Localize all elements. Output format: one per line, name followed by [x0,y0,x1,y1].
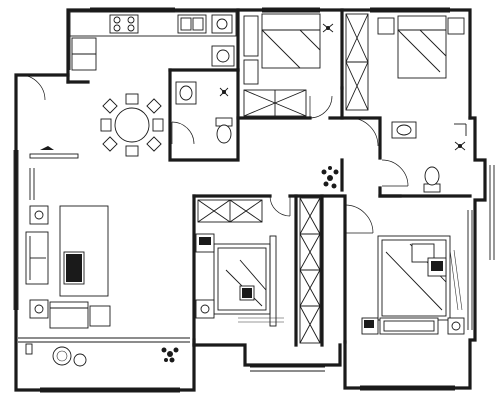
dining-chair [146,98,162,114]
door-swing-icon [381,159,409,187]
balcony [18,337,190,367]
dining-chair [125,93,139,105]
door-swing-icon [269,195,291,217]
plant-icon [322,23,334,33]
dining-chair [152,118,164,132]
chair [73,353,87,367]
sofa-icon [25,231,49,285]
door-swing-icon [349,117,379,147]
toilet-icon [215,117,233,144]
bathroom-1 [175,81,233,144]
door-swing-icon [344,204,374,234]
side-table [29,299,49,319]
door-swing-icon [309,95,333,119]
toilet-icon [423,166,441,193]
dining-chair [146,136,162,152]
bed-icon [377,235,451,321]
door-swings [19,74,409,234]
master-bedroom [361,235,465,335]
outer-walls [14,8,487,392]
bathroom-2 [391,121,467,193]
sink-icon [177,14,207,34]
washbasin-icon [391,121,417,139]
bed-icon [377,15,465,79]
nightstand [195,299,215,319]
side-table [29,205,49,225]
dining-chair [100,118,112,132]
dining-area [29,93,164,159]
plant-icon [219,87,229,97]
dining-chair [125,145,139,157]
bed-icon [243,13,321,69]
round-dining-table [114,107,150,143]
washbasin-icon [175,81,197,105]
door-swing-icon [171,121,195,145]
washing-machine [211,45,235,67]
bedroom-north-2 [345,13,465,111]
stove-icon [109,14,139,34]
bed-icon [213,243,271,315]
windows [13,7,495,393]
corridor-wardrobe [299,197,321,344]
living-room [25,168,111,329]
dining-chair [102,136,118,152]
nightstand [447,317,465,335]
kitchen [69,11,237,71]
door-swing-icon [19,74,46,101]
round-table [52,346,72,366]
counter [29,153,79,159]
plant-icon [454,141,466,151]
plant-icon [161,347,179,363]
bench [379,317,439,335]
armchair [49,301,89,329]
dining-chair [102,98,118,114]
bedroom-south-1 [195,199,284,327]
interior-walls [66,68,472,347]
plant-icon [321,166,339,189]
bedroom-north-1 [243,13,334,117]
